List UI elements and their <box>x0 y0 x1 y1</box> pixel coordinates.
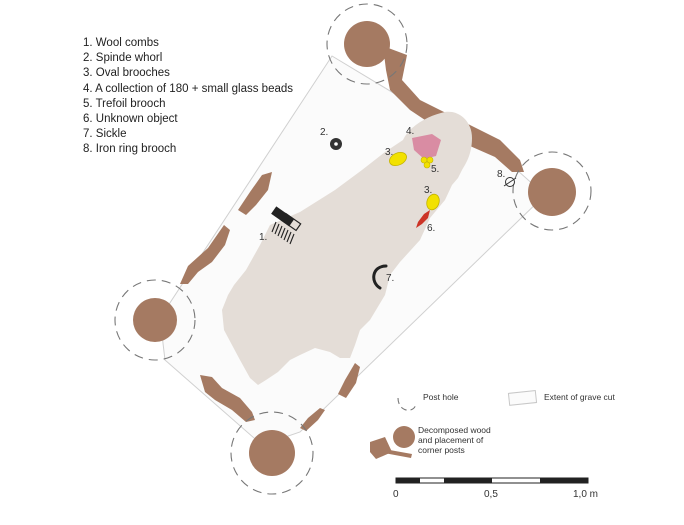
wood-key-icon <box>384 449 412 458</box>
marker-oval-brooch-b: 3. <box>424 185 432 196</box>
iron-ring-brooch <box>503 177 517 187</box>
finds-legend: 1. Wool combs 2. Spinde whorl 3. Oval br… <box>83 36 293 158</box>
marker-unknown-object: 6. <box>427 223 435 234</box>
body-silhouette <box>222 111 472 385</box>
marker-beads: 4. <box>406 126 414 137</box>
legend-item: 8. Iron ring brooch <box>83 143 177 156</box>
scale-bar <box>395 477 589 484</box>
post-holes <box>114 3 592 495</box>
key-wood-line: corner posts <box>418 445 465 455</box>
oval-brooch <box>389 151 407 167</box>
marker-trefoil-brooch: 5. <box>431 164 439 175</box>
legend-item: 2. Spinde whorl <box>83 52 163 65</box>
marker-wool-combs: 1. <box>259 232 267 243</box>
legend-item: 1. Wool combs <box>83 37 159 49</box>
key-grave-cut-label: Extent of grave cut <box>544 392 615 402</box>
legend-item: 5. Trefoil brooch <box>83 97 166 110</box>
grave-cut-key-icon <box>507 390 538 406</box>
oval-brooch <box>426 193 440 211</box>
glass-beads <box>412 134 441 159</box>
wool-combs <box>271 206 302 245</box>
trefoil-brooch <box>420 156 434 169</box>
corner-post-key-icon <box>393 426 415 448</box>
key-wood-line: Decomposed wood <box>418 425 491 435</box>
legend-item: 4. A collection of 180 + small glass bea… <box>83 82 294 95</box>
scale-label-mid: 0,5 <box>484 489 498 500</box>
marker-oval-brooch-a: 3. <box>385 147 393 158</box>
legend-item: 7. Sickle <box>83 128 127 141</box>
key-post-hole-label: Post hole <box>423 392 459 402</box>
key-wood-line: and placement of <box>418 435 484 445</box>
unknown-object <box>416 210 430 228</box>
marker-spindle-whorl: 2. <box>320 127 328 138</box>
corner-posts <box>133 21 576 476</box>
marker-ring-brooch: 8. <box>497 169 505 180</box>
post-hole-key-icon <box>397 397 417 411</box>
legend-item: 3. Oval brooches <box>83 67 170 80</box>
scale-label-zero: 0 <box>393 489 399 500</box>
key-wood-label: Decomposed wood and placement of corner … <box>418 425 491 455</box>
decomposed-wood <box>180 46 524 459</box>
legend-item: 6. Unknown object <box>83 113 178 126</box>
marker-sickle: 7. <box>386 273 394 284</box>
spindle-whorl <box>330 138 342 150</box>
scale-label-end: 1,0 m <box>573 489 599 500</box>
sickle <box>372 264 388 290</box>
